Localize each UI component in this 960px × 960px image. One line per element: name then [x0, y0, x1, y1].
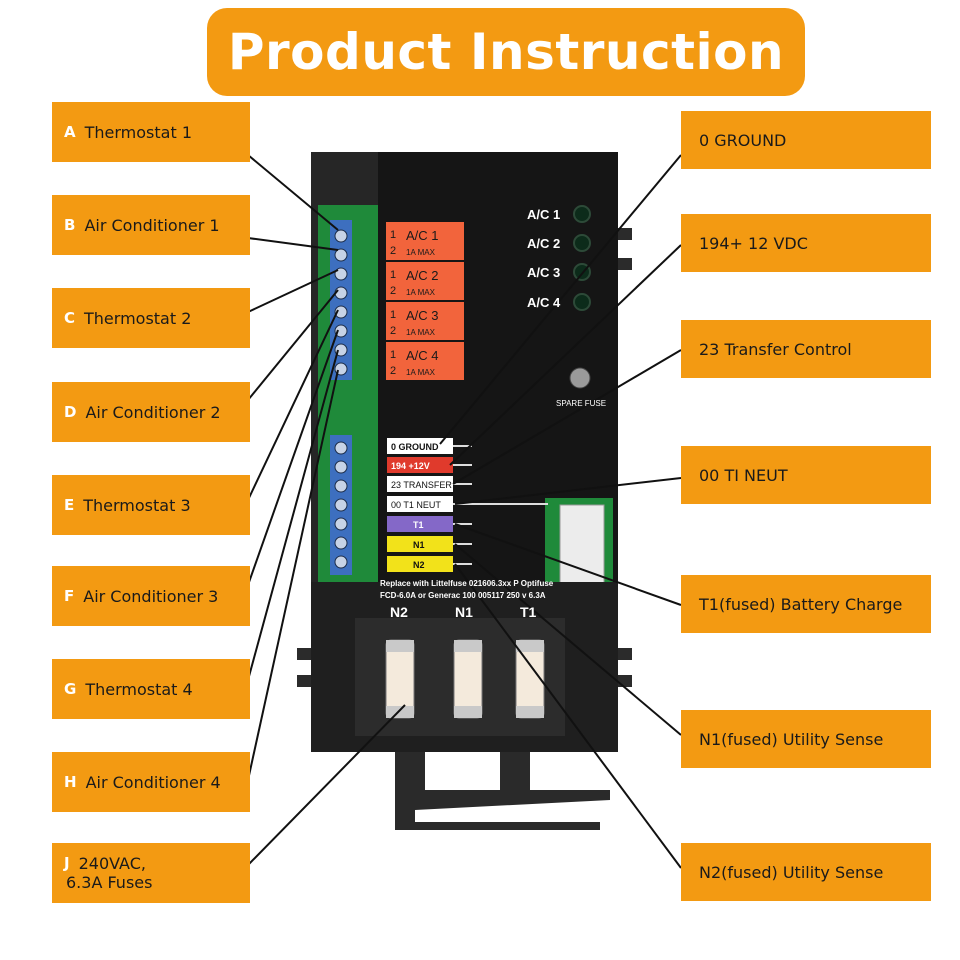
- page-title: Product Instruction: [227, 23, 785, 81]
- label-text: Air Conditioner 3: [83, 586, 219, 606]
- label-transfer-control: 23 Transfer Control: [681, 320, 931, 378]
- ac3-pin1: 1: [390, 309, 396, 321]
- spare-fuse-button: [569, 367, 591, 389]
- label-text: Thermostat 3: [83, 495, 191, 515]
- ac4-name: A/C 4: [406, 348, 439, 363]
- ac1-name: A/C 1: [406, 228, 439, 243]
- label-a-thermostat-1: A Thermostat 1: [52, 102, 250, 162]
- label-text-line2: 6.3A Fuses: [66, 873, 153, 892]
- label-text: Air Conditioner 4: [85, 772, 221, 792]
- ac2-name: A/C 2: [406, 268, 439, 283]
- label-n1-utility-sense: N1(fused) Utility Sense: [681, 710, 931, 768]
- label-letter: C: [64, 309, 76, 327]
- label-text: N1(fused) Utility Sense: [699, 729, 884, 749]
- label-h-air-conditioner-4: H Air Conditioner 4: [52, 752, 250, 812]
- label-letter: H: [64, 773, 77, 791]
- label-text: Air Conditioner 2: [85, 402, 221, 422]
- status-leds: [573, 205, 591, 311]
- label-text: Thermostat 4: [85, 679, 193, 699]
- terminal-text-t1: T1: [413, 520, 424, 530]
- label-text: 240VAC,: [78, 854, 146, 873]
- label-text: 23 Transfer Control: [699, 339, 852, 359]
- label-f-air-conditioner-3: F Air Conditioner 3: [52, 566, 250, 626]
- label-c-thermostat-2: C Thermostat 2: [52, 288, 250, 348]
- label-text: N2(fused) Utility Sense: [699, 862, 884, 882]
- ac2-max: 1A MAX: [406, 288, 436, 297]
- molex-connector: [559, 504, 605, 596]
- ac3-name: A/C 3: [406, 308, 439, 323]
- label-letter: D: [64, 403, 77, 421]
- label-letter: J: [64, 854, 70, 872]
- label-g-thermostat-4: G Thermostat 4: [52, 659, 250, 719]
- ac1-pin1: 1: [390, 229, 396, 241]
- fuse-label-n1: N1: [455, 604, 473, 620]
- led-label-2: A/C 2: [527, 236, 560, 251]
- label-ground: 0 GROUND: [681, 111, 931, 169]
- label-text: T1(fused) Battery Charge: [699, 594, 903, 614]
- terminal-text-n1: N1: [413, 540, 425, 550]
- terminal-text-ground: 0 GROUND: [391, 442, 439, 452]
- title-banner: Product Instruction: [207, 8, 805, 96]
- terminal-text-12v: 194 +12V: [391, 461, 430, 471]
- ac3-max: 1A MAX: [406, 328, 436, 337]
- label-letter: B: [64, 216, 76, 234]
- ac2-pin1: 1: [390, 269, 396, 281]
- label-e-thermostat-3: E Thermostat 3: [52, 475, 250, 535]
- ac2-pin2: 2: [390, 285, 396, 297]
- leader-lines-right: [439, 154, 682, 869]
- label-letter: A: [64, 123, 76, 141]
- label-b-air-conditioner-1: B Air Conditioner 1: [52, 195, 250, 255]
- label-t1-battery-charge: T1(fused) Battery Charge: [681, 575, 931, 633]
- terminal-strips: [387, 438, 453, 572]
- fuse-label-n2: N2: [390, 604, 408, 620]
- label-text: 00 TI NEUT: [699, 465, 788, 485]
- ac-blocks: [386, 222, 464, 380]
- label-12vdc: 194+ 12 VDC: [681, 214, 931, 272]
- spare-fuse-label: SPARE FUSE: [556, 399, 606, 408]
- label-letter: F: [64, 587, 75, 605]
- label-text: Thermostat 1: [84, 122, 192, 142]
- leader-lines-left: [247, 154, 406, 866]
- label-text: 0 GROUND: [699, 130, 787, 150]
- label-text: Thermostat 2: [84, 308, 192, 328]
- led-label-4: A/C 4: [527, 295, 561, 310]
- ac1-pin2: 2: [390, 245, 396, 257]
- fuse-label-t1: T1: [520, 604, 537, 620]
- led-label-1: A/C 1: [527, 207, 560, 222]
- label-j-fuses: J 240VAC, 6.3A Fuses: [52, 843, 250, 903]
- ac3-pin2: 2: [390, 325, 396, 337]
- label-letter: E: [64, 496, 75, 514]
- replace-note-2: FCD-6.0A or Generac 100 005117 250 v 6.3…: [380, 591, 546, 600]
- terminal-text-neut: 00 T1 NEUT: [391, 500, 441, 510]
- label-ti-neut: 00 TI NEUT: [681, 446, 931, 504]
- latch-clip: [395, 790, 610, 830]
- replace-note-1: Replace with Littelfuse 021606.3xx P Opt…: [380, 579, 554, 588]
- ac4-pin1: 1: [390, 349, 396, 361]
- terminal-text-transfer: 23 TRANSFER: [391, 480, 452, 490]
- terminal-text-n2: N2: [413, 560, 425, 570]
- led-label-3: A/C 3: [527, 265, 560, 280]
- label-text: 194+ 12 VDC: [699, 233, 808, 253]
- ac4-max: 1A MAX: [406, 368, 436, 377]
- label-d-air-conditioner-2: D Air Conditioner 2: [52, 382, 250, 442]
- ac1-max: 1A MAX: [406, 248, 436, 257]
- label-n2-utility-sense: N2(fused) Utility Sense: [681, 843, 931, 901]
- fuses: [385, 639, 545, 719]
- label-text: Air Conditioner 1: [84, 215, 220, 235]
- label-letter: G: [64, 680, 77, 698]
- ac4-pin2: 2: [390, 365, 396, 377]
